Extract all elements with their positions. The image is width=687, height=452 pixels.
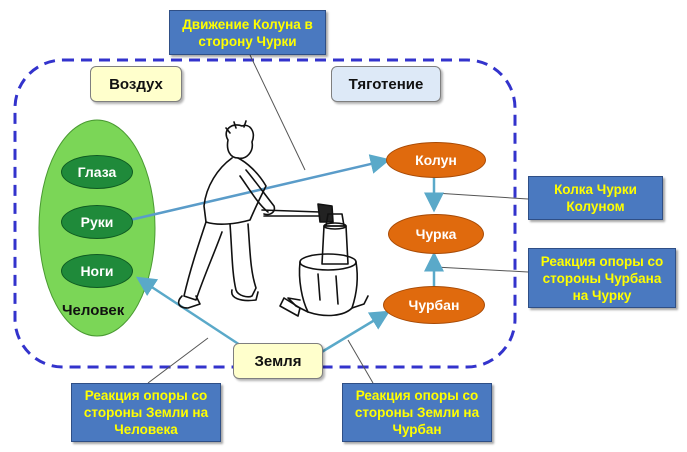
log-label: Чурка — [415, 226, 457, 242]
leader-splitting — [434, 192, 529, 200]
axe-node: Колун — [386, 142, 486, 178]
leader-earth-human — [147, 337, 209, 384]
callout-earth-on-stump-text: Реакция опоры со стороны Земли на Чурбан — [354, 388, 480, 437]
callout-earth-on-human: Реакция опоры со стороны Земли на Челове… — [71, 383, 221, 442]
eyes-node: Глаза — [61, 155, 133, 189]
eyes-label: Глаза — [77, 164, 117, 180]
stump-node: Чурбан — [383, 286, 485, 324]
air-label: Воздух — [109, 75, 163, 93]
hands-node: Руки — [61, 205, 133, 239]
legs-node: Ноги — [61, 254, 133, 288]
axe-label: Колун — [415, 152, 457, 168]
callout-axe-motion-text: Движение Колуна в сторону Чурки — [182, 16, 313, 49]
human-label-text: Человек — [62, 302, 125, 319]
callout-earth-on-human-text: Реакция опоры со стороны Земли на Челове… — [83, 388, 209, 437]
callout-splitting: Колка Чурки Колуном — [528, 176, 663, 220]
system-boundary — [13, 58, 517, 369]
legs-label: Ноги — [80, 263, 114, 279]
earth-box: Земля — [233, 343, 323, 379]
arrow-earth-to-stump — [319, 310, 391, 355]
air-box: Воздух — [90, 66, 182, 102]
arrow-earth-to-legs — [135, 276, 241, 347]
earth-label: Земля — [254, 352, 302, 370]
arrow-hands-to-axe — [129, 154, 391, 222]
stump-label: Чурбан — [408, 297, 460, 313]
human-label: Человек — [62, 302, 124, 319]
callout-earth-on-stump: Реакция опоры со стороны Земли на Чурбан — [342, 383, 492, 442]
gravity-label: Тяготение — [348, 75, 424, 93]
log-node: Чурка — [388, 214, 484, 254]
leader-earth-stump — [347, 339, 374, 384]
callout-stump-reaction-text: Реакция опоры со стороны Чурбана на Чурк… — [540, 253, 664, 303]
gravity-box: Тяготение — [331, 66, 441, 102]
leader-axe-motion — [249, 54, 306, 171]
callout-axe-motion: Движение Колуна в сторону Чурки — [169, 10, 326, 55]
man-splitting-log-illustration — [177, 120, 369, 317]
leader-stump-reaction — [434, 266, 529, 273]
callout-stump-reaction: Реакция опоры со стороны Чурбана на Чурк… — [528, 248, 676, 308]
callout-splitting-text: Колка Чурки Колуном — [554, 182, 637, 214]
hands-label: Руки — [80, 214, 114, 230]
